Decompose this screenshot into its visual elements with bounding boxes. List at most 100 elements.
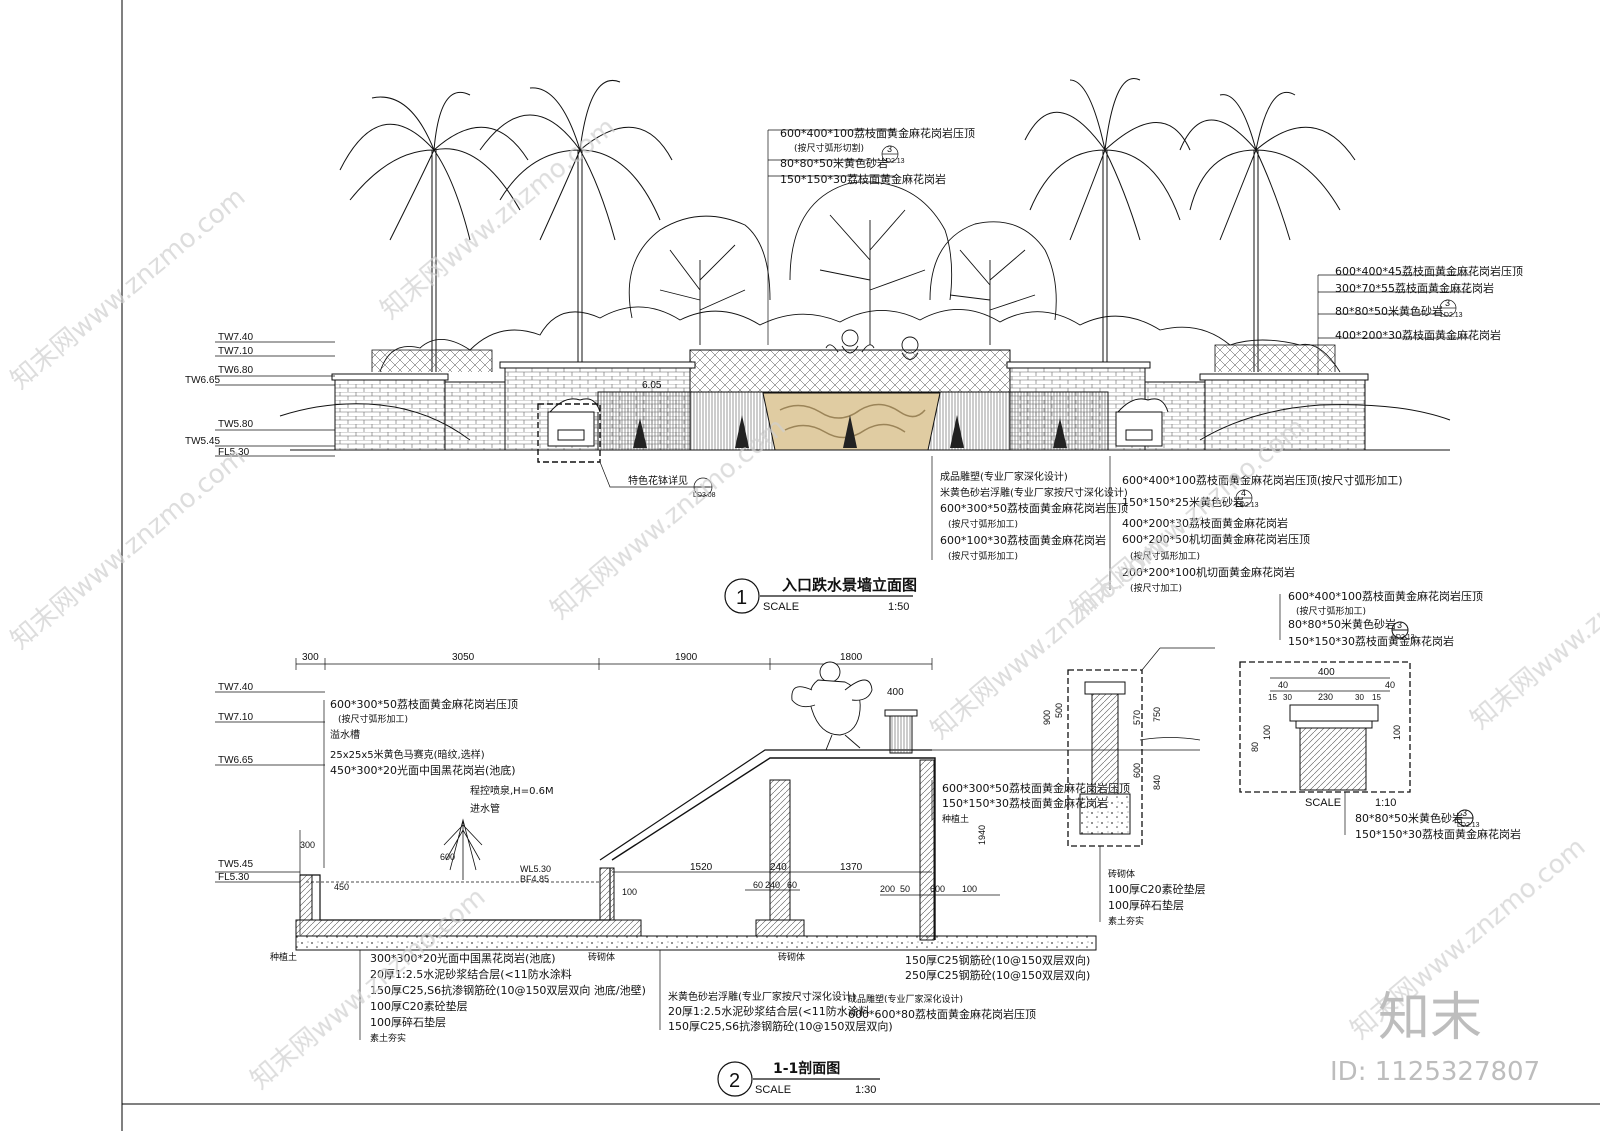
elev-level-label: TW6.80 — [218, 365, 253, 376]
sect-level-label: TW7.40 — [218, 682, 253, 693]
elev-title-circle — [724, 578, 760, 614]
elevation-drawing: TW7.40 TW7.10 TW6.80 TW6.65 TW5.80 TW5.4… — [185, 78, 1523, 614]
section-inner-dims — [299, 830, 1000, 935]
sect-mid-note: 米黄色砂岩浮雕(专业厂家按尺寸深化设计) — [668, 990, 856, 1003]
bottom-right-note: (按尺寸弧形加工) — [1130, 550, 1200, 562]
sect-right-note: 150*150*30荔枝面黄金麻花岗岩 — [942, 796, 1108, 810]
pier-dim: 900 — [1042, 710, 1052, 725]
detail-scale-label: SCALE — [1305, 797, 1341, 809]
pier — [1067, 647, 1215, 847]
shrub-mass — [379, 306, 1341, 373]
sculpture-note: 成品雕塑(专业厂家深化设计) — [848, 993, 963, 1005]
sect-bottom-note: 素土夯实 — [370, 1032, 406, 1044]
detail-bottom-ref-sheet: LD2.13 — [1457, 822, 1480, 829]
section-post — [889, 714, 913, 754]
top-note: 80*80*50米黄色砂岩 — [780, 156, 888, 170]
pier-dim: 500 — [1054, 703, 1064, 718]
canopy-tree — [628, 215, 771, 345]
sect-scale-label: SCALE — [755, 1084, 791, 1096]
detail-note: 80*80*50米黄色砂岩 — [1288, 617, 1396, 631]
bottom-right-note: 400*200*30荔枝面黄金麻花岗岩 — [1122, 516, 1288, 530]
sect-title-circle — [717, 1061, 753, 1097]
pier-note: 100厚碎石垫层 — [1108, 898, 1184, 912]
inner-dim: 50 — [900, 884, 910, 894]
sect-bottom-note: 150厚C25,S6抗渗钢筋砼(10@150双层双向 池底/池壁) — [370, 983, 646, 997]
planter-leader — [599, 461, 713, 497]
top-note: (按尺寸弧形切割) — [794, 142, 864, 154]
detail-ref-num: 3 — [1397, 620, 1402, 630]
top-leader — [767, 129, 899, 345]
inner-dim: 240 — [770, 862, 787, 873]
right-note: 400*200*30荔枝面黄金麻花岗岩 — [1335, 328, 1501, 342]
detail-dim: 40 — [1385, 680, 1395, 690]
water-level: WL5.30 — [520, 864, 551, 874]
wall-left — [334, 377, 446, 451]
sect-left-note: 600*300*50荔枝面黄金麻花岗岩压顶 — [330, 697, 518, 711]
elev-scale: 1:50 — [888, 601, 909, 613]
elev-level-label: TW6.65 — [185, 375, 220, 386]
masonry-label: 砖砌体 — [588, 951, 615, 963]
inner-dim: 450 — [334, 882, 349, 892]
detail-dim: 30 — [1355, 693, 1364, 702]
inner-dim: 300 — [300, 840, 315, 850]
support-pier — [769, 779, 791, 921]
detail-dim: 100 — [1392, 725, 1402, 740]
section-dim: 1800 — [840, 652, 863, 663]
sect-left-note: 450*300*20光面中国黑花岗岩(池底) — [330, 763, 516, 777]
water-level: BF4.85 — [520, 874, 549, 884]
detail-dim: 230 — [1318, 692, 1333, 702]
elev-title: 入口跌水景墙立面图 — [782, 576, 917, 594]
sect-left-note: 溢水槽 — [330, 728, 360, 741]
bottom-mid-note: 米黄色砂岩浮雕(专业厂家按尺寸深化设计) — [940, 486, 1128, 499]
right-note: 300*70*55荔枝面黄金麻花岗岩 — [1335, 281, 1494, 295]
planter-ref-sheet: LD3.08 — [693, 492, 716, 499]
detail-bottom-note: 150*150*30荔枝面黄金麻花岗岩 — [1355, 827, 1521, 841]
sculpture-figure — [825, 329, 919, 360]
sect-right-note: 600*300*50荔枝面黄金麻花岗岩压顶 — [942, 781, 1130, 795]
pier-note: 砖砌体 — [1108, 868, 1135, 880]
canopy-tree — [789, 181, 953, 345]
sect-bottom-note: 300*300*20光面中国黑花岗岩(池底) — [370, 951, 556, 965]
section-dim: 1900 — [675, 652, 698, 663]
sculpture-note: 600*600*80荔枝面黄金麻花岗岩压顶 — [848, 1007, 1036, 1021]
sect-bottom-note: 100厚碎石垫层 — [370, 1015, 446, 1029]
bottom-right-ref-num: 4 — [1241, 488, 1246, 498]
pool-wall-left — [299, 874, 313, 921]
pier-dim: 400 — [887, 687, 904, 698]
watermark-text: 知末网www.znzmo.com — [375, 112, 621, 325]
watermark-text: 知末网www.znzmo.com — [5, 442, 251, 655]
sect-mid-note: 150厚C25,S6抗渗钢筋砼(10@150双层双向) — [668, 1019, 893, 1033]
bottom-right-leader — [1109, 456, 1253, 590]
bottom-right-note: (按尺寸加工) — [1130, 582, 1182, 594]
planter-note: 特色花钵详见 — [628, 474, 688, 487]
sheet-border — [121, 0, 1600, 1131]
sect-bottom-note: 20厚1:2.5水泥砂浆结合层(<11防水涂料 — [370, 967, 572, 981]
elev-level-label: TW5.45 — [185, 436, 220, 447]
detail-ref-sheet: LD2.13 — [1392, 634, 1415, 641]
elev-level-label: FL5.30 — [218, 447, 250, 458]
elev-level-label: TW5.80 — [218, 419, 253, 430]
right-note: 80*80*50米黄色砂岩 — [1335, 304, 1443, 318]
sect-bottom-note: 100厚C20素砼垫层 — [370, 999, 468, 1013]
bottom-mid-note: 成品雕塑(专业厂家深化设计) — [940, 470, 1068, 483]
inner-dim: 60 — [753, 880, 763, 890]
support-footing — [755, 919, 805, 937]
detail-dim: 80 — [1250, 742, 1260, 752]
inner-dim: 1370 — [840, 862, 863, 873]
sect-mid-note: 20厚1:2.5水泥砂浆结合层(<11防水涂料 — [668, 1004, 870, 1018]
inner-dim: 1520 — [690, 862, 713, 873]
slab-note: 250厚C25钢筋砼(10@150双层双向) — [905, 968, 1090, 982]
palm-tree — [479, 80, 673, 372]
bottom-right-ref-sheet: LD2.13 — [1236, 502, 1259, 509]
right-leader — [1317, 274, 1470, 375]
right-ref-sheet: LD2.13 — [1440, 312, 1463, 319]
palm-tree — [339, 91, 529, 372]
section-drawing: 300 3050 1900 1800 TW7.40 TW7.10 TW6.65 … — [215, 647, 1215, 1097]
detail-note: 150*150*30荔枝面黄金麻花岗岩 — [1288, 634, 1454, 648]
bottom-mid-note: (按尺寸弧形加工) — [948, 518, 1018, 530]
sect-left-note: (按尺寸弧形加工) — [338, 713, 408, 725]
sect-level-label: TW7.10 — [218, 712, 253, 723]
elevation-level-markers — [215, 341, 335, 457]
elev-level-label: TW7.10 — [218, 346, 253, 357]
palm-tree — [1024, 78, 1191, 372]
